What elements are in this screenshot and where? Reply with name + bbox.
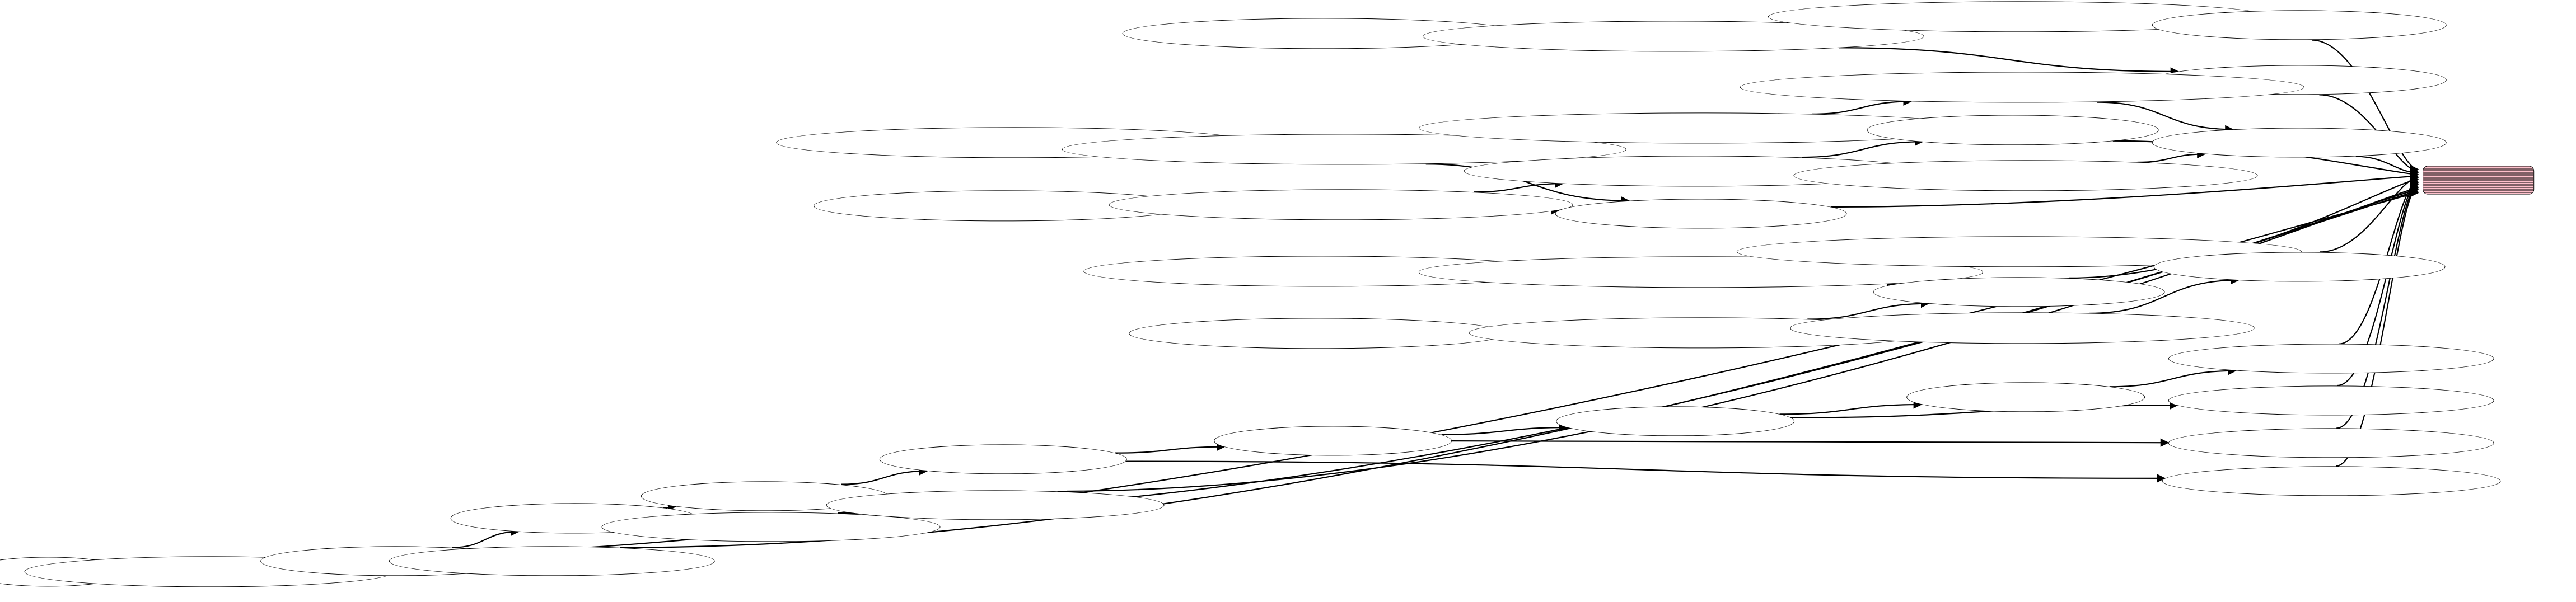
graph-node-landcover-z2[interactable]: [2152, 128, 2447, 158]
record-row-z0[interactable]: [2423, 168, 2534, 171]
record-row-z7[interactable]: [2423, 180, 2534, 182]
record-row-z8[interactable]: [2423, 182, 2534, 184]
graph-edge: [1474, 179, 1564, 193]
graph-edge: [1452, 438, 2170, 447]
graph-node-osm-landcover-gen-z7[interactable]: [2168, 344, 2495, 374]
graph-edge: [1115, 442, 1226, 454]
graph-node-landcover-z3[interactable]: [1867, 115, 2159, 145]
record-row-z6[interactable]: [2423, 178, 2534, 181]
graph-node-osm-landcover-gen-z12[interactable]: [601, 511, 941, 542]
graph-node-simplify-vw-z9[interactable]: [1213, 426, 1452, 456]
graph-node-simplify-vw-z8[interactable]: [1556, 406, 1794, 436]
graph-node-simplify-vw-z10[interactable]: [879, 444, 1128, 474]
graph-node-osm-landcover-gen-z8[interactable]: [2168, 385, 2495, 416]
record-row-z3[interactable]: [2423, 173, 2534, 176]
record-row-z1[interactable]: [2423, 170, 2534, 172]
graph-edge: [1802, 137, 1924, 158]
graph-edge: [1812, 97, 1912, 115]
record-row-z4[interactable]: [2423, 175, 2534, 177]
graph-edge: [451, 527, 520, 548]
graph-edge: [2137, 149, 2206, 163]
graph-edge: [841, 467, 928, 485]
graph-node-ne-10m-glaciated-areas-gen-z5[interactable]: [1790, 312, 2255, 344]
graph-edge: [2109, 366, 2237, 388]
record-row-z12[interactable]: [2423, 189, 2534, 191]
graph-node-osm-landcover-gen-z11[interactable]: [826, 490, 1165, 520]
graph-edge: [1441, 423, 1568, 435]
graph-node-ne-50m-glaciated-areas-gen-z2[interactable]: [1793, 160, 2258, 191]
graph-edge: [2320, 173, 2419, 253]
record-node-layer-landcover[interactable]: [2422, 166, 2535, 195]
record-header: [2423, 166, 2534, 169]
record-row-z10[interactable]: [2423, 185, 2534, 187]
record-row-z11[interactable]: [2423, 187, 2534, 189]
graph-node-osm-landcover-gen-z10[interactable]: [2162, 466, 2501, 496]
record-row-z2[interactable]: [2423, 172, 2534, 174]
graph-edge: [1839, 47, 2180, 76]
graph-node-osm-landcover-gen-z13[interactable]: [389, 546, 716, 576]
graph-node-landcover-z4[interactable]: [1555, 199, 1847, 229]
record-row-z14plus[interactable]: [2423, 192, 2534, 194]
graph-node-landcover-z5[interactable]: [2153, 252, 2446, 282]
graph-edge: [1779, 400, 1923, 415]
graph-edge: [2355, 156, 2419, 177]
graph-node-landcover-z0[interactable]: [2152, 10, 2447, 40]
graph-node-simplify-vw-z7[interactable]: [1906, 382, 2145, 412]
graph-node-ne-50m-antarctic-ice-shelves-polys-gen-z2[interactable]: [1740, 72, 2305, 103]
graph-edge: [2335, 182, 2419, 467]
record-row-z5[interactable]: [2423, 177, 2534, 179]
record-row-z13[interactable]: [2423, 190, 2534, 192]
graph-node-landcover-z6[interactable]: [1873, 277, 2165, 307]
record-row-z9[interactable]: [2423, 184, 2534, 186]
graph-node-ne-10m-glaciated-areas[interactable]: [1128, 318, 1508, 349]
graph-node-ne-50m-glaciated-areas-gen-z4[interactable]: [1109, 189, 1573, 220]
graph-edge: [1126, 460, 2166, 483]
graph-node-osm-landcover-gen-z9[interactable]: [2168, 428, 2495, 458]
